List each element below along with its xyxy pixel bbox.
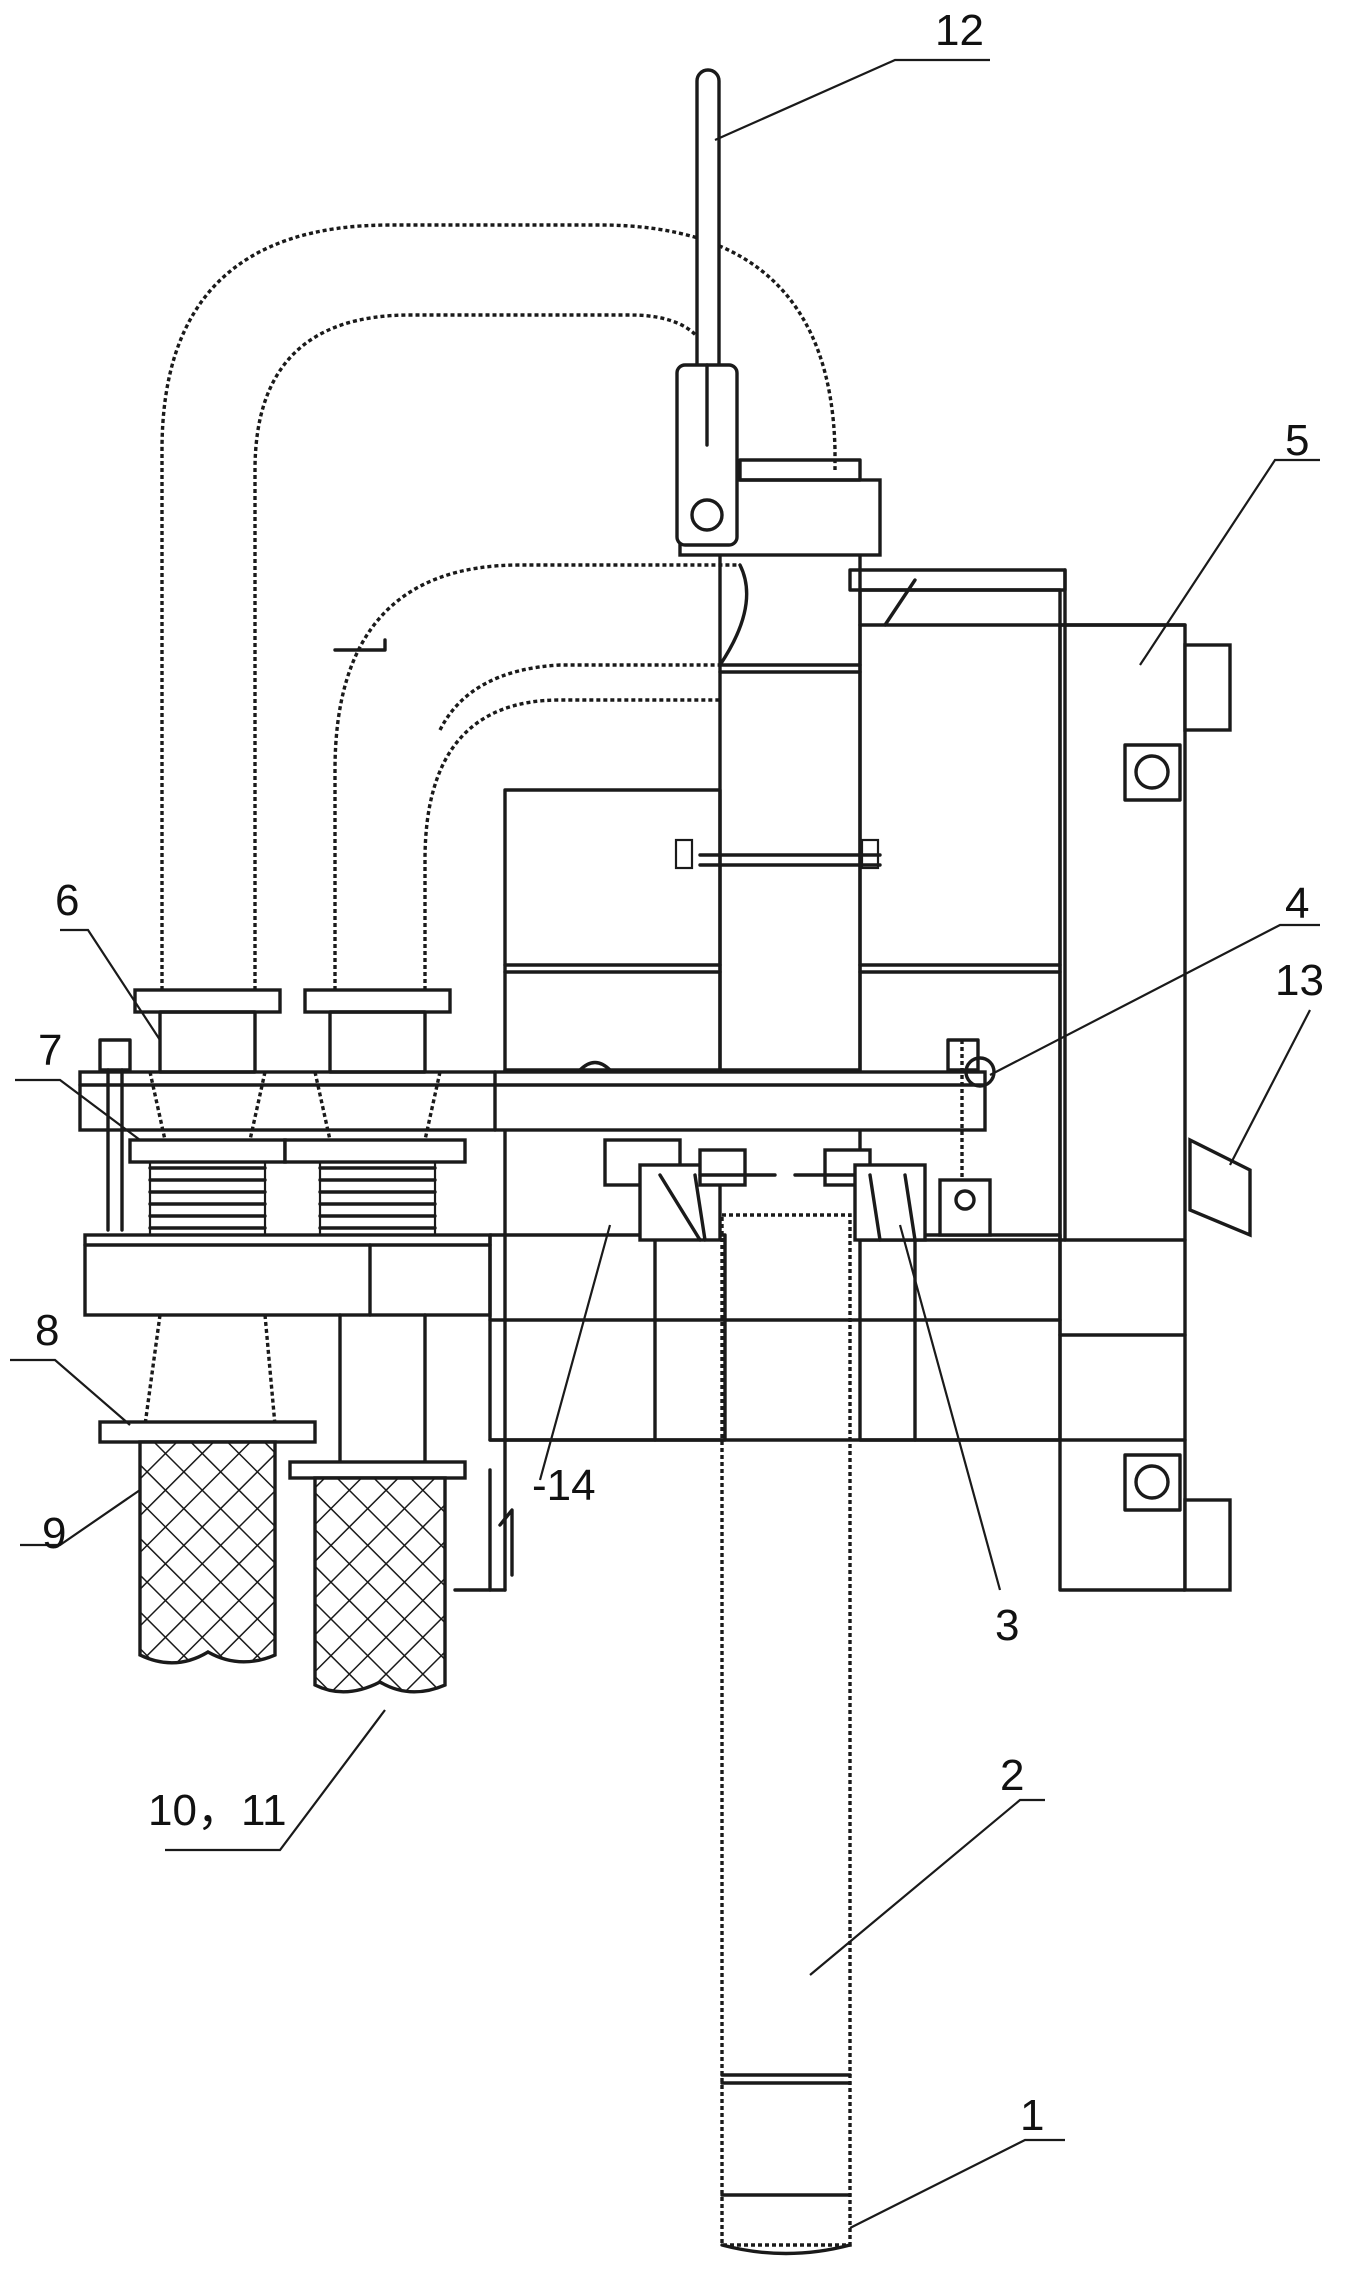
label-13: 13 xyxy=(1275,956,1324,1005)
label-5: 5 xyxy=(1285,416,1309,465)
inner-bent-pipe xyxy=(333,563,749,990)
label-9: 9 xyxy=(42,1509,66,1558)
lever xyxy=(675,68,739,547)
clamp-assembly xyxy=(603,1138,992,1242)
label-12: 12 xyxy=(935,6,984,55)
label-14: -14 xyxy=(532,1461,596,1510)
label-6: 6 xyxy=(55,876,79,925)
label-4: 4 xyxy=(1285,879,1309,928)
label-7: 7 xyxy=(38,1026,62,1075)
label-1: 1 xyxy=(1020,2091,1044,2140)
right-frame xyxy=(848,568,1252,1592)
label-2: 2 xyxy=(1000,1751,1024,1800)
horizontal-beam xyxy=(78,1038,996,1232)
label-10-11: 10，11 xyxy=(148,1786,287,1835)
base-block xyxy=(83,1233,1062,1442)
outer-bent-pipe xyxy=(160,223,837,990)
mesh-baskets xyxy=(138,1440,447,1694)
pipe-flanges xyxy=(128,988,467,1164)
label-3: 3 xyxy=(995,1601,1019,1650)
label-8: 8 xyxy=(35,1306,59,1355)
springs xyxy=(148,1162,437,1235)
middle-frame xyxy=(333,638,722,1592)
central-column xyxy=(674,458,882,1072)
central-tube xyxy=(720,1213,852,2256)
part-labels: 12 5 4 13 6 7 8 9 10，11 -14 3 2 1 xyxy=(35,6,1324,2140)
leader-lines xyxy=(10,58,1320,2229)
